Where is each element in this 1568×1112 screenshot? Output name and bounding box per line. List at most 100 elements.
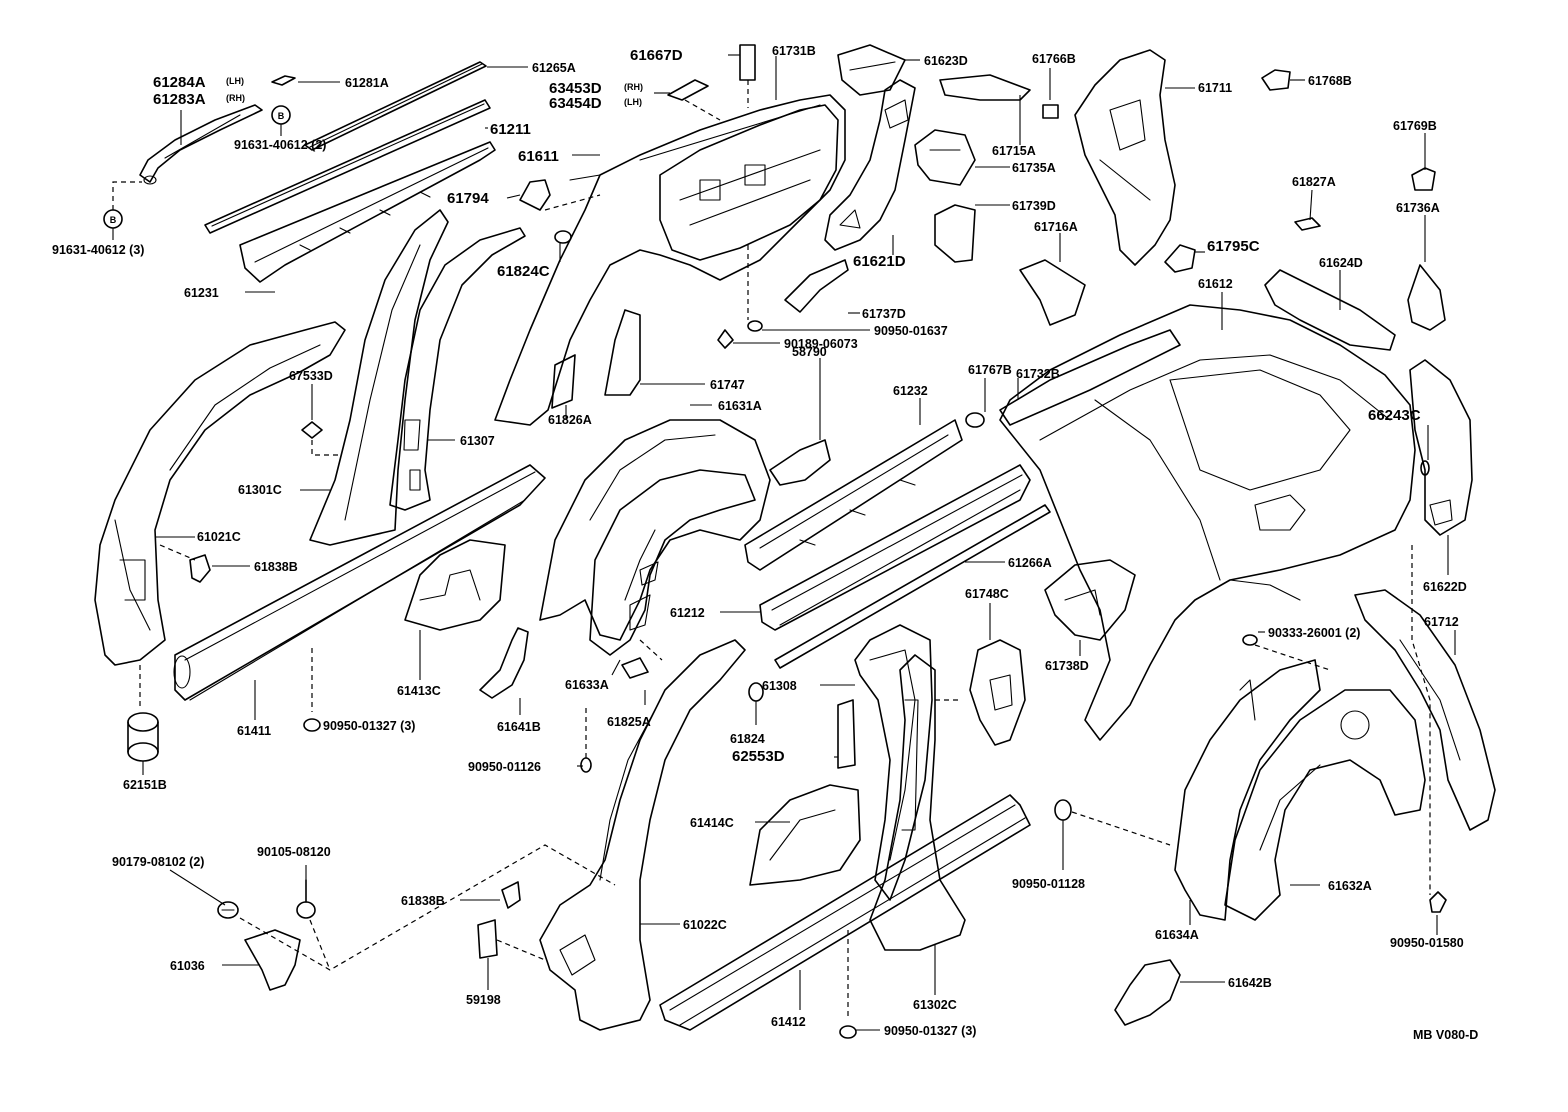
label-61612: 61612 (1198, 277, 1233, 291)
label-61794: 61794 (447, 190, 489, 207)
part-61231 (239, 141, 496, 283)
part-58790 (769, 439, 831, 486)
label-61283A-side: (RH) (226, 93, 245, 103)
part-61642B (1114, 959, 1181, 1026)
part-61712 (1354, 589, 1496, 831)
dash-61825A (639, 639, 663, 661)
dash-59198 (496, 939, 546, 961)
label-63453D: 63453D (549, 80, 602, 97)
part-61413C (404, 539, 506, 631)
part-61824 (748, 682, 764, 702)
label-61747: 61747 (710, 378, 745, 392)
part-61281A (271, 75, 296, 86)
label-61302C: 61302C (913, 998, 957, 1012)
label-61231: 61231 (184, 286, 219, 300)
part-61824C (554, 230, 572, 244)
part-61827A (1294, 217, 1321, 231)
label-61748C: 61748C (965, 587, 1009, 601)
part-61631A (539, 419, 771, 641)
part-62553D (837, 699, 856, 769)
part-90189-06073 (717, 329, 734, 349)
part-61022C (539, 639, 746, 1031)
label-61736A: 61736A (1396, 201, 1440, 215)
label-90333-26001: 90333-26001 (2) (1268, 626, 1360, 640)
part-61769B (1411, 167, 1436, 191)
label-66243C: 66243C (1368, 407, 1421, 424)
label-61633A: 61633A (565, 678, 609, 692)
part-61739D (934, 204, 976, 263)
label-61281A: 61281A (345, 76, 389, 90)
label-61301C: 61301C (238, 483, 282, 497)
label-61411: 61411 (237, 724, 271, 738)
part-90950-01580 (1429, 891, 1447, 913)
label-61739D: 61739D (1012, 199, 1056, 213)
label-61211: 61211 (490, 121, 531, 138)
part-90950-01128 (1054, 799, 1072, 821)
part-61211 (204, 99, 491, 234)
part-61301C (309, 209, 449, 546)
label-63454D: 63454D (549, 95, 602, 112)
label-90950-01637: 90950-01637 (874, 324, 948, 338)
part-61825A (621, 657, 649, 679)
dash-b-lower (112, 181, 142, 210)
label-90950-01126: 90950-01126 (468, 760, 541, 774)
label-61624D: 61624D (1319, 256, 1363, 270)
label-61414C: 61414C (690, 816, 734, 830)
part-61716A (1019, 259, 1086, 326)
part-61212 (759, 464, 1031, 631)
part-61767B (965, 412, 985, 428)
dash-61712 (1411, 545, 1431, 895)
label-90950-01128: 90950-01128 (1012, 877, 1085, 891)
label-61266A: 61266A (1008, 556, 1052, 570)
part-61411 (173, 464, 546, 701)
label-61308: 61308 (762, 679, 797, 693)
part-61021C (94, 321, 346, 666)
label-61737D: 61737D (862, 307, 906, 321)
label-59198: 59198 (466, 993, 501, 1007)
part-61634A (1174, 659, 1321, 921)
part-90179-08102 (217, 901, 239, 919)
label-91631-40612-2: 91631-40612 (2) (234, 138, 326, 152)
label-90950-01327-top: 90950-01327 (3) (323, 719, 415, 733)
label-61611: 61611 (518, 148, 559, 165)
label-63453D-side: (RH) (624, 82, 643, 92)
label-67533D: 67533D (289, 369, 333, 383)
label-63454D-side: (LH) (624, 97, 642, 107)
label-90105-08120: 90105-08120 (257, 845, 331, 859)
label-61284A-side: (LH) (226, 76, 244, 86)
part-61838B-bottom (501, 881, 521, 909)
dash-61838B-top (159, 544, 196, 561)
part-61412 (659, 794, 1031, 1031)
label-61825A: 61825A (607, 715, 651, 729)
label-61767B: 61767B (968, 363, 1012, 377)
part-61308 (854, 624, 933, 901)
part-61302C (869, 654, 966, 951)
label-90950-01580: 90950-01580 (1390, 936, 1464, 950)
part-61624D (1264, 269, 1396, 351)
part-61611 (494, 94, 846, 426)
part-61736A (1407, 264, 1446, 331)
dash-63453D (684, 99, 721, 121)
label-61838B-top: 61838B (254, 560, 298, 574)
label-61826A: 61826A (548, 413, 592, 427)
diagram-code: MB V080-D (1413, 1028, 1478, 1042)
label-61795C: 61795C (1207, 238, 1260, 255)
label-61711: 61711 (1198, 81, 1232, 95)
part-61766B (1042, 104, 1059, 119)
label-61715A: 61715A (992, 144, 1036, 158)
part-61738D (1044, 559, 1136, 641)
label-61838B-bottom: 61838B (401, 894, 445, 908)
part-62151B (127, 712, 159, 762)
label-61284A: 61284A (153, 74, 206, 91)
label-61307: 61307 (460, 434, 495, 448)
label-61738D: 61738D (1045, 659, 1089, 673)
label-61283A: 61283A (153, 91, 206, 108)
part-61036 (244, 929, 301, 991)
label-90179-08102: 90179-08102 (2) (112, 855, 204, 869)
part-61667D (739, 44, 756, 108)
part-90950-01327-top (303, 718, 321, 732)
label-61621D: 61621D (853, 253, 906, 270)
label-61735A: 61735A (1012, 161, 1056, 175)
marker-b-upper: B (271, 105, 291, 125)
